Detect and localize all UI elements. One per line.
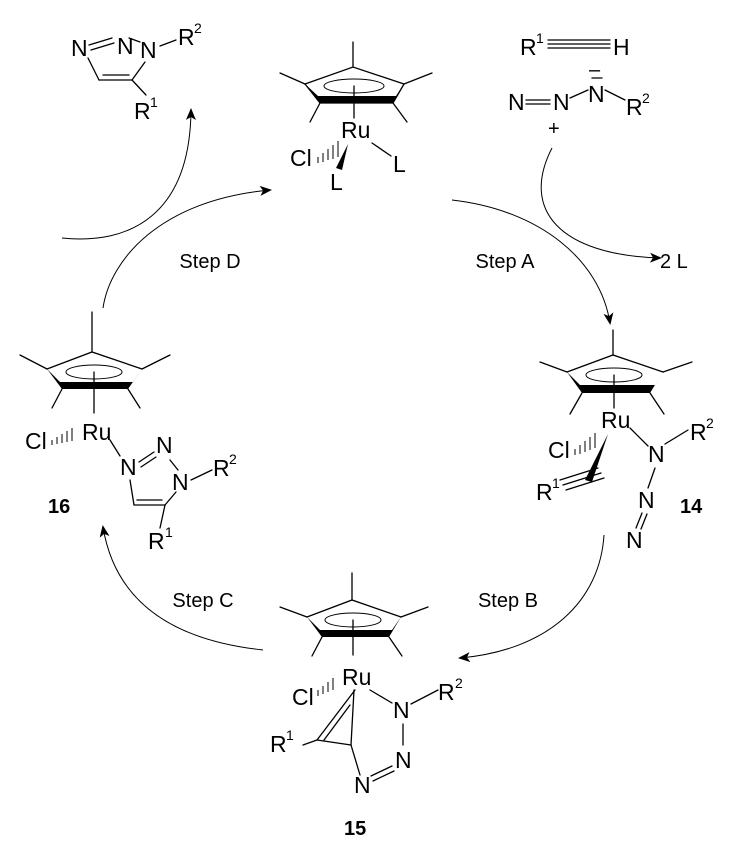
arrow-step-d [102,185,272,309]
sup-2: 2 [455,675,463,691]
n-atom: N [156,432,173,458]
arrow-reactants-in [540,147,662,263]
arrow-step-c [99,525,264,651]
n-atom: N [588,81,605,107]
cl-atom: Cl [292,684,314,710]
compound-16-label: 16 [48,496,70,518]
sup-1: 1 [286,727,294,743]
r-atom: R [626,94,643,120]
n-atom: N [508,89,525,115]
cl-atom: Cl [548,437,570,463]
cl-hash-bond [317,141,339,163]
n-atom: N [648,441,665,467]
sup-2: 2 [706,415,714,431]
l-atom-2: L [393,151,406,177]
sup-2: 2 [229,451,237,467]
n-atom: N [626,527,643,553]
azide-reactant: N N + N – R 2 [508,59,650,140]
compound-15: Ru Cl N R 2 R 1 N N 15 [270,572,463,840]
compound-16: Ru Cl N N N R 2 R 1 16 [19,311,237,554]
catalyst-cp-ru-cl-l2: Ru Cl L L [279,41,433,195]
r-atom: R [148,528,165,554]
minus-charge: – [589,59,601,81]
step-b-label: Step B [478,590,538,612]
plus-charge: + [548,118,560,140]
compound-14: Ru Cl N R 2 R 1 N N 14 [536,329,714,553]
arrow-product-out [61,108,196,240]
sup-2: 2 [194,20,202,36]
l-wedge-bond [336,144,348,170]
compound-14-label: 14 [680,496,703,518]
step-a-label: Step A [476,251,536,273]
cl-atom: Cl [25,428,47,454]
step-c-label: Step C [172,590,233,612]
r-atom: R [520,34,537,60]
cycle-arrows [61,108,662,663]
n-atom: N [354,772,371,798]
n-atom: N [120,454,137,480]
n-atom: N [172,469,189,495]
n-atom: N [117,33,134,59]
compound-15-label: 15 [344,818,366,840]
n-atom: N [395,747,412,773]
alkyne-reactant: R 1 H [520,30,630,60]
byproduct-2l: 2 L [660,251,688,273]
cl-atom: Cl [290,145,312,171]
cp-ring-back [304,66,405,85]
r-atom: R [438,679,455,705]
r-atom: R [134,98,151,124]
ru-atom: Ru [341,117,370,143]
n-atom: N [638,487,655,513]
sup-1: 1 [536,30,544,46]
ru-atom: Ru [342,664,371,690]
r-atom: R [270,731,287,757]
sup-1: 1 [165,524,173,540]
r-atom: R [690,419,707,445]
cp-ring-wedge [305,84,404,103]
ru-atom: Ru [82,419,111,445]
arrow-step-a [451,199,614,325]
triazole-product: N N N R 2 R 1 [71,20,202,124]
r-atom: R [536,479,553,505]
sup-2: 2 [642,90,650,106]
n-atom: N [140,37,157,63]
n-atom: N [393,697,410,723]
r-atom: R [178,24,195,50]
sup-1: 1 [150,94,158,110]
step-d-label: Step D [179,251,240,273]
ru-atom: Ru [601,407,630,433]
h-atom: H [613,34,630,60]
l-atom-1: L [330,169,343,195]
arrow-step-b [458,534,605,663]
n-atom: N [553,89,570,115]
n-atom: N [71,35,88,61]
sup-1: 1 [552,475,560,491]
r-atom: R [213,455,230,481]
